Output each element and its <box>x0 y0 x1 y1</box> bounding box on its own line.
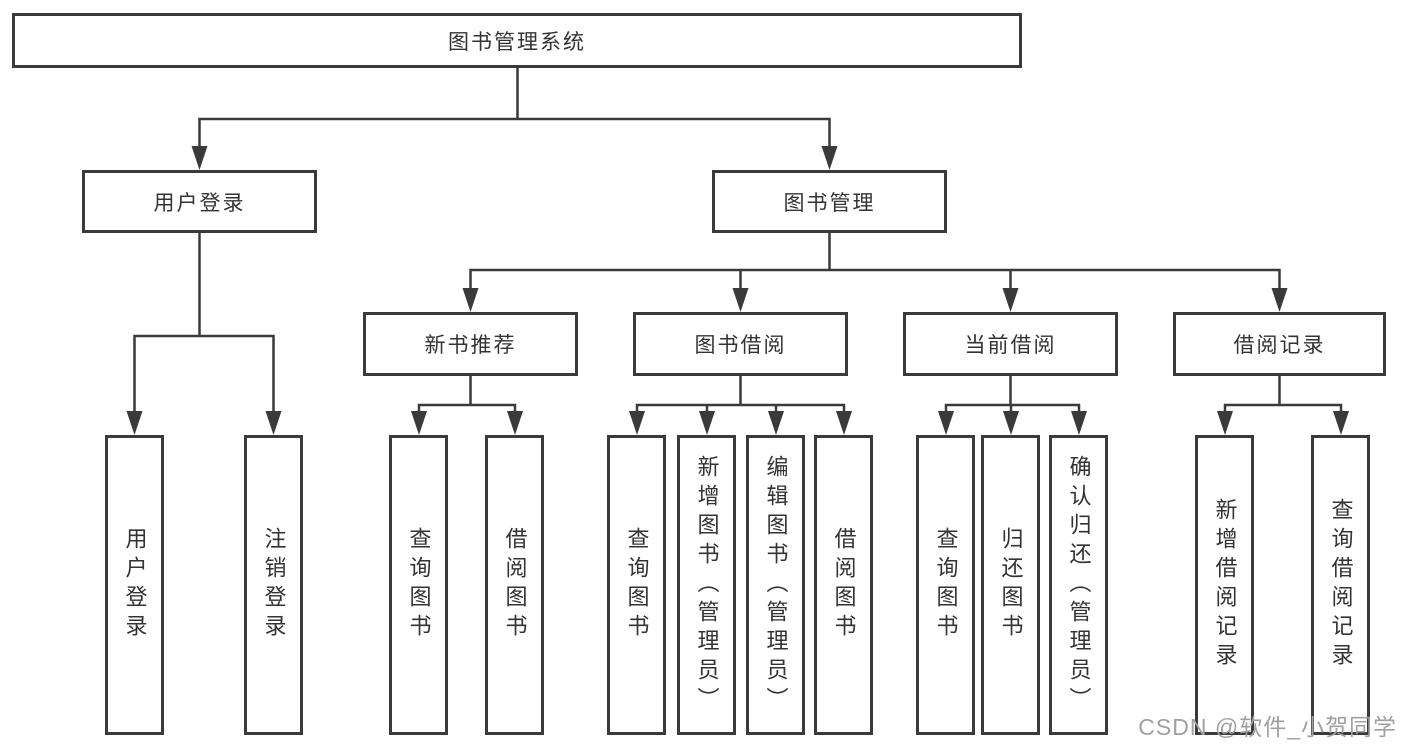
node-label: 编辑图书（管理员） <box>763 454 789 716</box>
node-label: 查询图书 <box>406 527 432 643</box>
csdn-watermark: CSDN @软件_小贺同学 <box>1138 714 1397 740</box>
node-user-login: 用户登录 <box>82 170 317 233</box>
node-label: 新增借阅记录 <box>1212 498 1238 672</box>
leaf-add-borrow-record: 新增借阅记录 <box>1195 435 1254 735</box>
leaf-borrow-books: 借阅图书 <box>814 435 873 735</box>
node-library-management-system: 图书管理系统 <box>12 13 1022 68</box>
node-label: 查询借阅记录 <box>1328 498 1354 672</box>
leaf-edit-books-admin: 编辑图书（管理员） <box>746 435 805 735</box>
arrowhead <box>821 146 838 170</box>
arrowhead <box>507 411 523 435</box>
arrowheads <box>126 146 1349 435</box>
arrowhead <box>126 411 143 435</box>
arrowhead <box>1002 288 1019 312</box>
arrowhead <box>629 411 645 435</box>
leaf-borrow-books-recommend: 借阅图书 <box>485 435 544 735</box>
leaf-query-books-current: 查询图书 <box>916 435 975 735</box>
node-label: 查询图书 <box>933 527 959 643</box>
leaf-query-books-recommend: 查询图书 <box>389 435 448 735</box>
node-book-borrowing: 图书借阅 <box>633 312 848 376</box>
arrowhead <box>836 411 852 435</box>
arrowhead <box>462 288 479 312</box>
node-label: 借阅图书 <box>502 527 528 643</box>
node-label: 图书管理 <box>783 191 876 215</box>
node-label: 当前借阅 <box>964 334 1057 357</box>
arrowhead <box>1003 411 1019 435</box>
leaf-query-books-borrow: 查询图书 <box>607 435 666 735</box>
node-label: 用户登录 <box>153 191 246 215</box>
arrowhead <box>1333 411 1349 435</box>
node-label: 新书推荐 <box>424 334 517 357</box>
leaf-query-borrow-record: 查询借阅记录 <box>1311 435 1370 735</box>
leaf-logout: 注销登录 <box>244 435 303 735</box>
arrowhead <box>411 411 427 435</box>
node-borrowing-records: 借阅记录 <box>1173 312 1386 376</box>
arrowhead <box>768 411 784 435</box>
arrowhead <box>1071 411 1087 435</box>
node-label: 借阅图书 <box>831 527 857 643</box>
arrowhead <box>938 411 954 435</box>
node-book-management: 图书管理 <box>712 170 947 233</box>
connector-paths <box>133 66 1343 415</box>
node-label: 查询图书 <box>624 527 650 643</box>
node-label: 用户登录 <box>122 527 148 643</box>
arrowhead <box>265 411 282 435</box>
leaf-user-login: 用户登录 <box>105 435 164 735</box>
node-new-book-recommendation: 新书推荐 <box>363 312 578 376</box>
node-label: 注销登录 <box>261 527 287 643</box>
arrowhead <box>1217 411 1233 435</box>
node-label: 归还图书 <box>998 527 1024 643</box>
arrowhead <box>191 146 208 170</box>
arrowhead <box>1271 288 1288 312</box>
node-label: 确认归还（管理员） <box>1066 454 1092 716</box>
leaf-confirm-return-admin: 确认归还（管理员） <box>1049 435 1108 735</box>
node-label: 新增图书（管理员） <box>694 454 720 716</box>
node-current-borrowing: 当前借阅 <box>903 312 1118 376</box>
arrowhead <box>699 411 715 435</box>
arrowhead <box>732 288 749 312</box>
leaf-add-books-admin: 新增图书（管理员） <box>677 435 736 735</box>
leaf-return-books: 归还图书 <box>981 435 1040 735</box>
node-label: 借阅记录 <box>1233 334 1326 357</box>
node-label: 图书借阅 <box>694 334 787 357</box>
node-label: 图书管理系统 <box>448 30 586 54</box>
